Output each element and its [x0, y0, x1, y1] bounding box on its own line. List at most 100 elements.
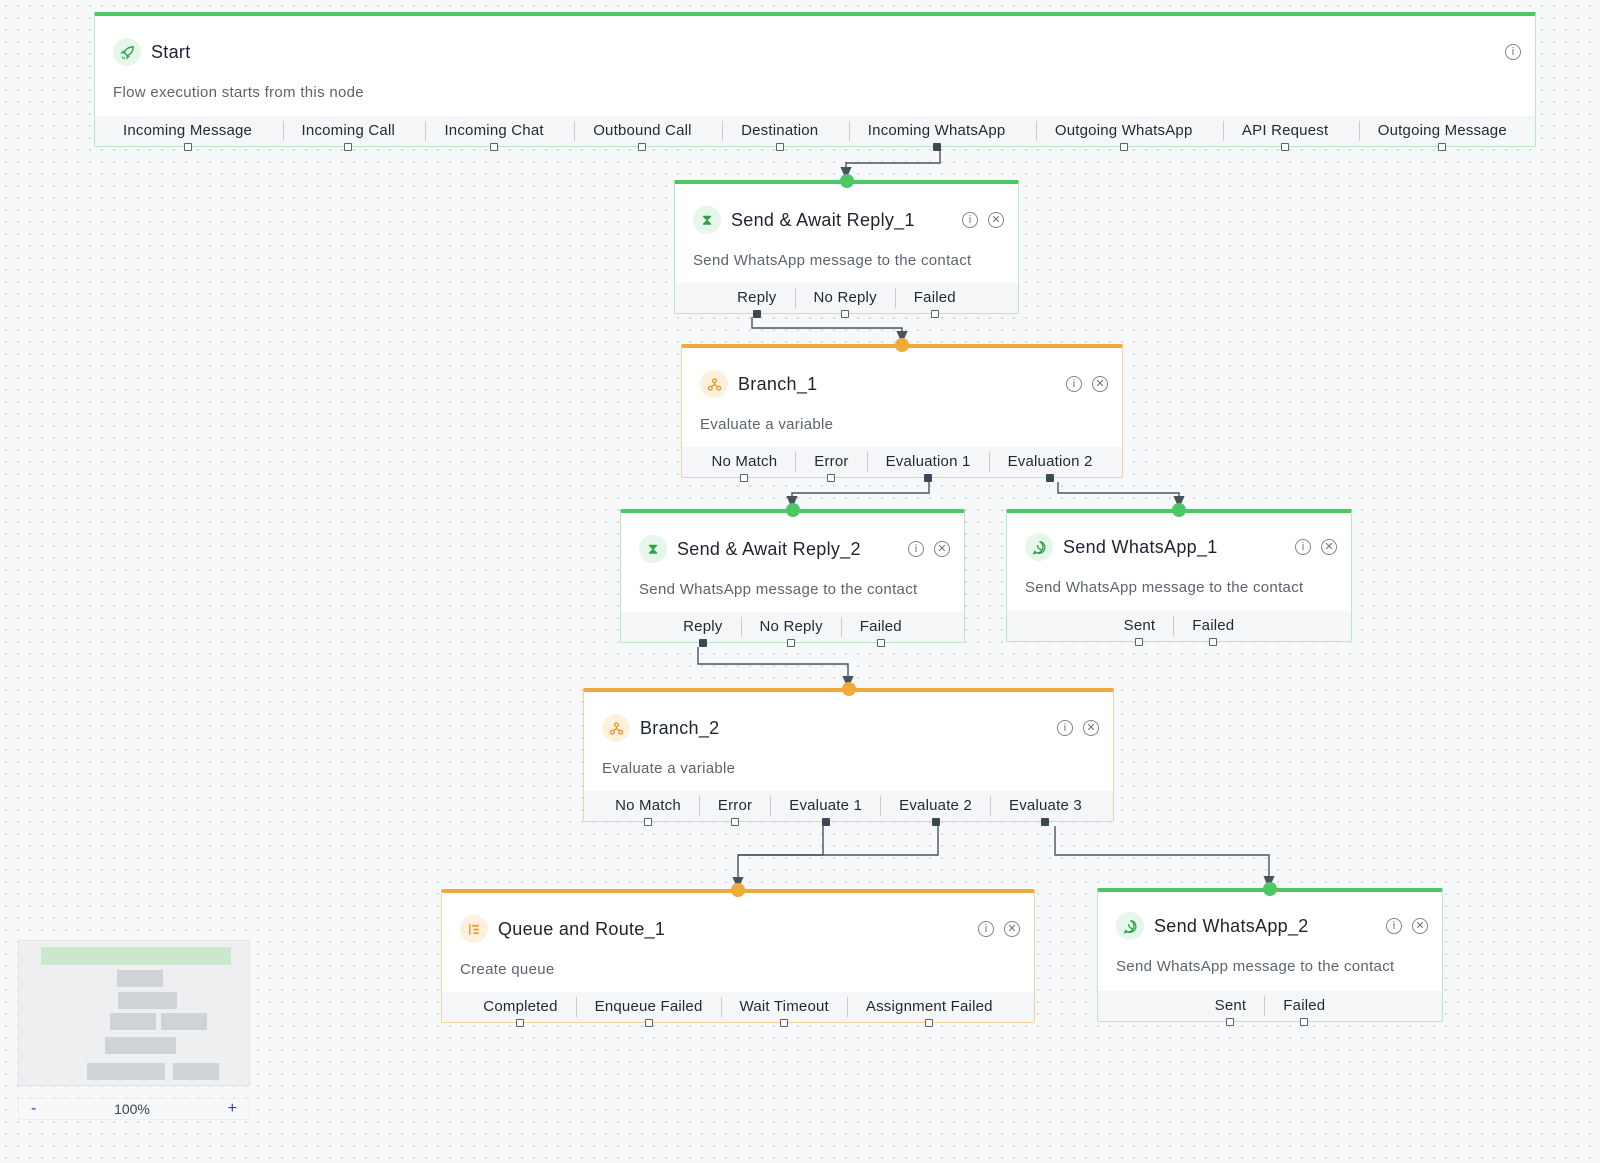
input-port[interactable] — [895, 338, 909, 352]
output-port[interactable] — [516, 1019, 525, 1027]
send-whatsapp-2-node[interactable]: Send WhatsApp_2 i ✕ Send WhatsApp messag… — [1097, 882, 1443, 1026]
output-enqueue-failed[interactable]: Enqueue Failed — [575, 997, 721, 1027]
output-port[interactable] — [643, 818, 652, 826]
output-port[interactable] — [827, 474, 836, 482]
hourglass-icon: ⧗ — [693, 206, 721, 234]
output-port[interactable] — [644, 1019, 653, 1027]
output-port[interactable] — [932, 143, 941, 151]
output-error[interactable]: Error — [795, 452, 866, 482]
output-no-match[interactable]: No Match — [597, 796, 699, 826]
output-port[interactable] — [924, 474, 933, 482]
output-port[interactable] — [1119, 143, 1128, 151]
output-no-reply[interactable]: No Reply — [794, 288, 895, 318]
minimap[interactable] — [18, 940, 250, 1086]
output-port[interactable] — [740, 474, 749, 482]
output-port[interactable] — [930, 310, 939, 318]
send-await-reply-1-node[interactable]: ⧗ Send & Await Reply_1 i ✕ Send WhatsApp… — [674, 174, 1019, 318]
zoom-out-button[interactable]: - — [31, 1100, 37, 1117]
output-port[interactable] — [1135, 638, 1144, 646]
output-port[interactable] — [775, 143, 784, 151]
close-icon[interactable]: ✕ — [1321, 539, 1337, 555]
output-port[interactable] — [1041, 818, 1050, 826]
send-await-reply-2-node[interactable]: ⧗ Send & Await Reply_2 i ✕ Send WhatsApp… — [620, 503, 965, 647]
close-icon[interactable]: ✕ — [1083, 720, 1099, 736]
output-incoming-chat[interactable]: Incoming Chat — [425, 121, 561, 151]
info-icon[interactable]: i — [908, 541, 924, 557]
output-outgoing-whatsapp[interactable]: Outgoing WhatsApp — [1035, 121, 1211, 151]
info-icon[interactable]: i — [1295, 539, 1311, 555]
output-port[interactable] — [931, 818, 940, 826]
close-icon[interactable]: ✕ — [1412, 918, 1428, 934]
output-outbound-call[interactable]: Outbound Call — [574, 121, 710, 151]
output-completed[interactable]: Completed — [465, 997, 575, 1027]
close-icon[interactable]: ✕ — [934, 541, 950, 557]
output-port[interactable] — [752, 310, 761, 318]
info-icon[interactable]: i — [1386, 918, 1402, 934]
close-icon[interactable]: ✕ — [988, 212, 1004, 228]
output-port[interactable] — [490, 143, 499, 151]
input-port[interactable] — [731, 883, 745, 897]
input-port[interactable] — [785, 503, 800, 517]
close-icon[interactable]: ✕ — [1004, 921, 1020, 937]
output-destination[interactable]: Destination — [722, 121, 836, 151]
output-port[interactable] — [183, 143, 192, 151]
output-port[interactable] — [1046, 474, 1055, 482]
output-port[interactable] — [821, 818, 830, 826]
info-icon[interactable]: i — [962, 212, 978, 228]
output-reply[interactable]: Reply — [665, 617, 740, 647]
output-port[interactable] — [841, 310, 850, 318]
output-port[interactable] — [698, 639, 707, 647]
output-no-match[interactable]: No Match — [693, 452, 795, 482]
output-port[interactable] — [638, 143, 647, 151]
input-port[interactable] — [1263, 882, 1277, 896]
output-port[interactable] — [1209, 638, 1218, 646]
output-port[interactable] — [1438, 143, 1447, 151]
send-whatsapp-1-node[interactable]: Send WhatsApp_1 i ✕ Send WhatsApp messag… — [1006, 503, 1352, 646]
output-port[interactable] — [925, 1019, 934, 1027]
output-evaluation-2[interactable]: Evaluation 2 — [988, 452, 1111, 482]
output-port[interactable] — [876, 639, 885, 647]
output-error[interactable]: Error — [698, 796, 770, 826]
info-icon[interactable]: i — [1066, 376, 1082, 392]
queue-and-route-1-node[interactable]: Queue and Route_1 i ✕ Create queue Compl… — [441, 883, 1035, 1027]
output-incoming-call[interactable]: Incoming Call — [282, 121, 413, 151]
output-evaluate-3[interactable]: Evaluate 3 — [990, 796, 1100, 826]
output-port[interactable] — [344, 143, 353, 151]
output-outgoing-message[interactable]: Outgoing Message — [1358, 121, 1525, 151]
output-api-request[interactable]: API Request — [1222, 121, 1346, 151]
output-port[interactable] — [1300, 1018, 1309, 1026]
output-reply[interactable]: Reply — [719, 288, 794, 318]
close-icon[interactable]: ✕ — [1092, 376, 1108, 392]
zoom-in-button[interactable]: + — [227, 1100, 237, 1117]
info-icon[interactable]: i — [978, 921, 994, 937]
branch-1-node[interactable]: Branch_1 i ✕ Evaluate a variable No Matc… — [681, 338, 1123, 482]
start-node[interactable]: Start i Flow execution starts from this … — [94, 12, 1536, 151]
output-wait-timeout[interactable]: Wait Timeout — [720, 997, 847, 1027]
output-no-reply[interactable]: No Reply — [740, 617, 841, 647]
output-incoming-whatsapp[interactable]: Incoming WhatsApp — [848, 121, 1024, 151]
input-port[interactable] — [1172, 503, 1186, 517]
output-failed[interactable]: Failed — [1173, 616, 1252, 646]
node-description: Create queue — [460, 961, 555, 978]
output-port[interactable] — [787, 639, 796, 647]
output-assignment-failed[interactable]: Assignment Failed — [846, 997, 1011, 1027]
output-evaluate-1[interactable]: Evaluate 1 — [770, 796, 880, 826]
output-sent[interactable]: Sent — [1106, 616, 1174, 646]
output-port[interactable] — [731, 818, 740, 826]
branch-2-node[interactable]: Branch_2 i ✕ Evaluate a variable No Matc… — [583, 682, 1114, 826]
output-evaluate-2[interactable]: Evaluate 2 — [880, 796, 990, 826]
output-failed[interactable]: Failed — [840, 617, 920, 647]
input-port[interactable] — [841, 682, 856, 696]
input-port[interactable] — [839, 174, 854, 188]
output-sent[interactable]: Sent — [1197, 996, 1265, 1026]
info-icon[interactable]: i — [1057, 720, 1073, 736]
output-port[interactable] — [780, 1019, 789, 1027]
output-port[interactable] — [1226, 1018, 1235, 1026]
output-failed[interactable]: Failed — [1264, 996, 1343, 1026]
info-icon[interactable]: i — [1505, 44, 1521, 60]
output-failed[interactable]: Failed — [894, 288, 974, 318]
output-port[interactable] — [1281, 143, 1290, 151]
output-incoming-message[interactable]: Incoming Message — [105, 121, 270, 151]
output-evaluation-1[interactable]: Evaluation 1 — [866, 452, 989, 482]
